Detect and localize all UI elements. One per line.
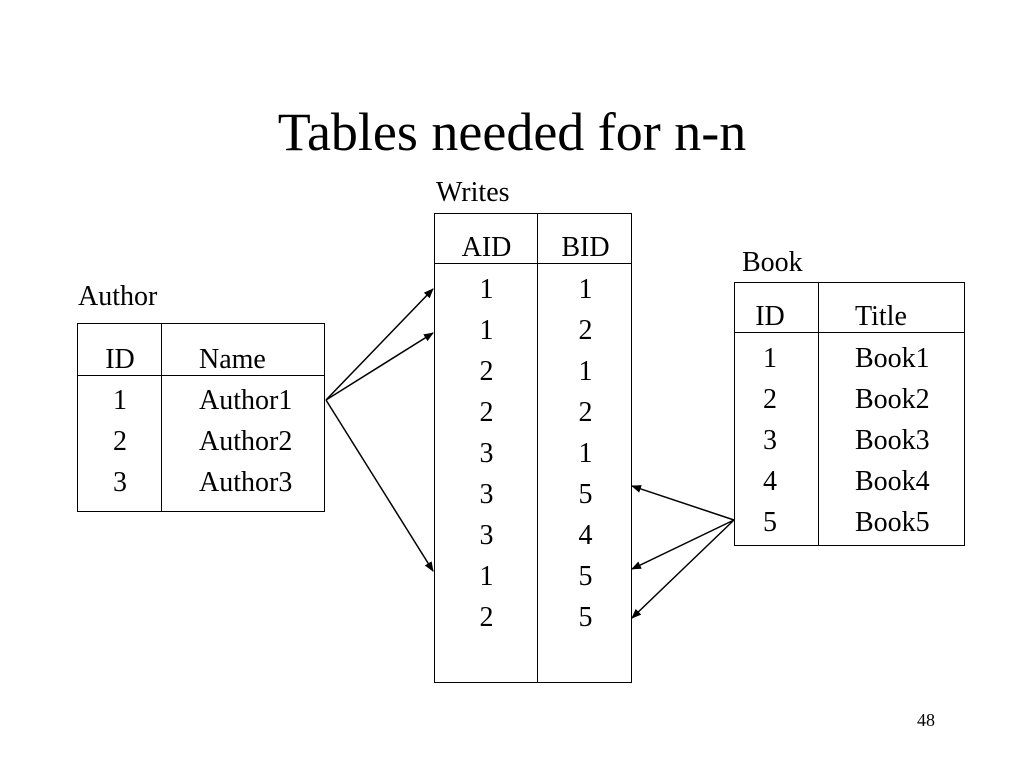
- page-number: 48: [917, 710, 935, 730]
- writes-row-bid: 2: [578, 315, 593, 346]
- writes-row-bid: 5: [578, 602, 593, 633]
- book-row-title: Book3: [855, 425, 930, 456]
- book-row-title: Book1: [855, 343, 930, 374]
- book-row-title: Book5: [855, 507, 930, 538]
- author-row-name: Author1: [199, 385, 293, 416]
- book-table: ID Title 1 Book1 2 Book2 3 Book3 4 Book4…: [734, 282, 965, 546]
- book-header-divider: [735, 332, 964, 333]
- book-row-id: 5: [763, 507, 777, 538]
- writes-header-aid: AID: [461, 232, 512, 263]
- writes-row-bid: 1: [578, 356, 593, 387]
- book-header-title: Title: [855, 301, 907, 332]
- writes-row-aid: 3: [479, 438, 494, 469]
- writes-row-bid: 5: [578, 561, 593, 592]
- writes-header-bid: BID: [561, 232, 610, 263]
- author-to-writes-arrow: [325, 332, 434, 401]
- writes-row-aid: 2: [479, 356, 494, 387]
- writes-row-aid: 2: [479, 397, 494, 428]
- book-row-title: Book2: [855, 384, 930, 415]
- writes-row-aid: 3: [479, 520, 494, 551]
- book-row-title: Book4: [855, 466, 930, 497]
- writes-row-aid: 1: [479, 274, 494, 305]
- slide-title: Tables needed for n-n: [277, 102, 747, 162]
- author-header-divider: [78, 375, 324, 376]
- writes-row-aid: 1: [479, 315, 494, 346]
- book-to-writes-arrow: [631, 485, 735, 521]
- book-table-caption: Book: [742, 247, 803, 278]
- writes-row-bid: 4: [578, 520, 593, 551]
- writes-row-bid: 5: [578, 479, 593, 510]
- writes-row-bid: 1: [578, 274, 593, 305]
- book-row-id: 1: [763, 343, 777, 374]
- author-row-name: Author3: [199, 467, 293, 498]
- book-to-writes-arrow: [631, 519, 735, 570]
- author-table-caption: Author: [78, 281, 158, 312]
- book-to-writes-arrow: [631, 519, 735, 619]
- writes-row-aid: 3: [479, 479, 494, 510]
- writes-row-bid: 1: [578, 438, 593, 469]
- book-row-id: 4: [763, 466, 777, 497]
- writes-header-divider: [435, 263, 631, 264]
- author-to-writes-arrow: [325, 288, 434, 401]
- writes-table: AID BID 1 1 1 2 2 1 2 2 3 1 3 5 3 4 1 5 …: [434, 213, 632, 683]
- writes-row-aid: 2: [479, 602, 494, 633]
- book-row-id: 3: [763, 425, 777, 456]
- author-header-id: ID: [105, 344, 135, 375]
- writes-column-divider: [537, 214, 538, 682]
- writes-row-aid: 1: [479, 561, 494, 592]
- author-to-writes-arrow: [325, 399, 434, 572]
- author-row-name: Author2: [199, 426, 293, 457]
- author-row-id: 2: [113, 426, 127, 457]
- author-column-divider: [161, 324, 162, 511]
- author-header-name: Name: [199, 344, 266, 375]
- writes-row-bid: 2: [578, 397, 593, 428]
- book-header-id: ID: [755, 301, 785, 332]
- book-row-id: 2: [763, 384, 777, 415]
- author-table: ID Name 1 Author1 2 Author2 3 Author3: [77, 323, 325, 512]
- writes-table-caption: Writes: [436, 177, 510, 208]
- author-row-id: 1: [113, 385, 127, 416]
- book-column-divider: [818, 283, 819, 545]
- author-row-id: 3: [113, 467, 127, 498]
